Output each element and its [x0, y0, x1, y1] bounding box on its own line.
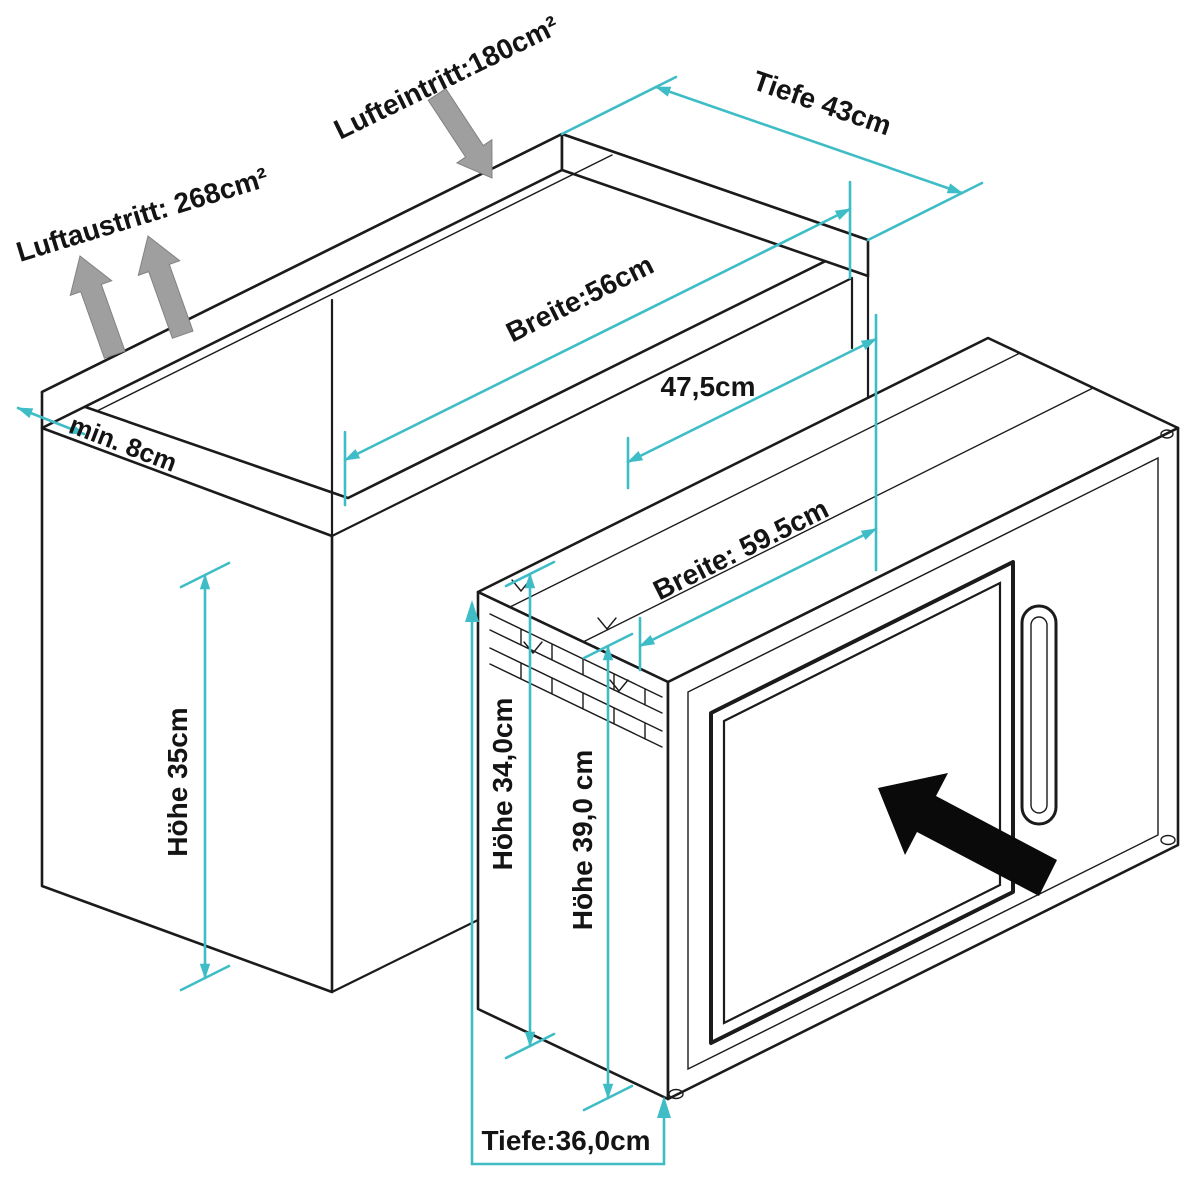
dimension-height-outer: Höhe 39,0 cm [567, 632, 634, 1112]
air-outlet-arrow-icon [137, 235, 194, 339]
door-window-outer [709, 560, 1015, 1045]
label-height-outer: Höhe 39,0 cm [567, 750, 598, 931]
dimension-depth-microwave: Tiefe:36,0cm [465, 600, 671, 1166]
label-depth-microwave: Tiefe:36,0cm [481, 1125, 650, 1156]
dimension-height-inner: Höhe 34,0cm [487, 560, 556, 1060]
airflow-arrows [69, 88, 493, 359]
door-handle-inner-line [1030, 616, 1048, 814]
open-direction-arrow-icon [878, 773, 1057, 896]
dimension-height-cabinet: Höhe 35cm [162, 561, 231, 992]
door-handle [1020, 604, 1058, 826]
vent-chevron-icon [597, 617, 617, 631]
dim-arrow-icon [465, 600, 479, 622]
niche-bottom-edge [330, 918, 480, 994]
air-outlet-arrow-icon [69, 255, 126, 359]
door-window-inner [722, 581, 1002, 1025]
door-frame-inset [687, 456, 1159, 1071]
dim-arrow-icon [657, 1096, 671, 1118]
label-height-cabinet: Höhe 35cm [162, 707, 193, 856]
top-seam-back [509, 352, 1021, 608]
corner-mark [668, 1088, 684, 1100]
side-vent-slots [489, 613, 663, 748]
label-air-outlet: Luftaustritt: 268cm² [13, 162, 272, 268]
air-inlet-arrow-icon [427, 88, 493, 179]
dimension-niche-width: 47,5cm [626, 313, 878, 572]
corner-mark [1160, 429, 1174, 439]
corner-mark [1160, 834, 1176, 846]
label-height-inner: Höhe 34,0cm [487, 698, 518, 871]
label-niche-width: 47,5cm [661, 371, 756, 402]
microwave-body [476, 336, 1180, 1101]
label-depth-top: Tiefe 43cm [749, 65, 895, 141]
